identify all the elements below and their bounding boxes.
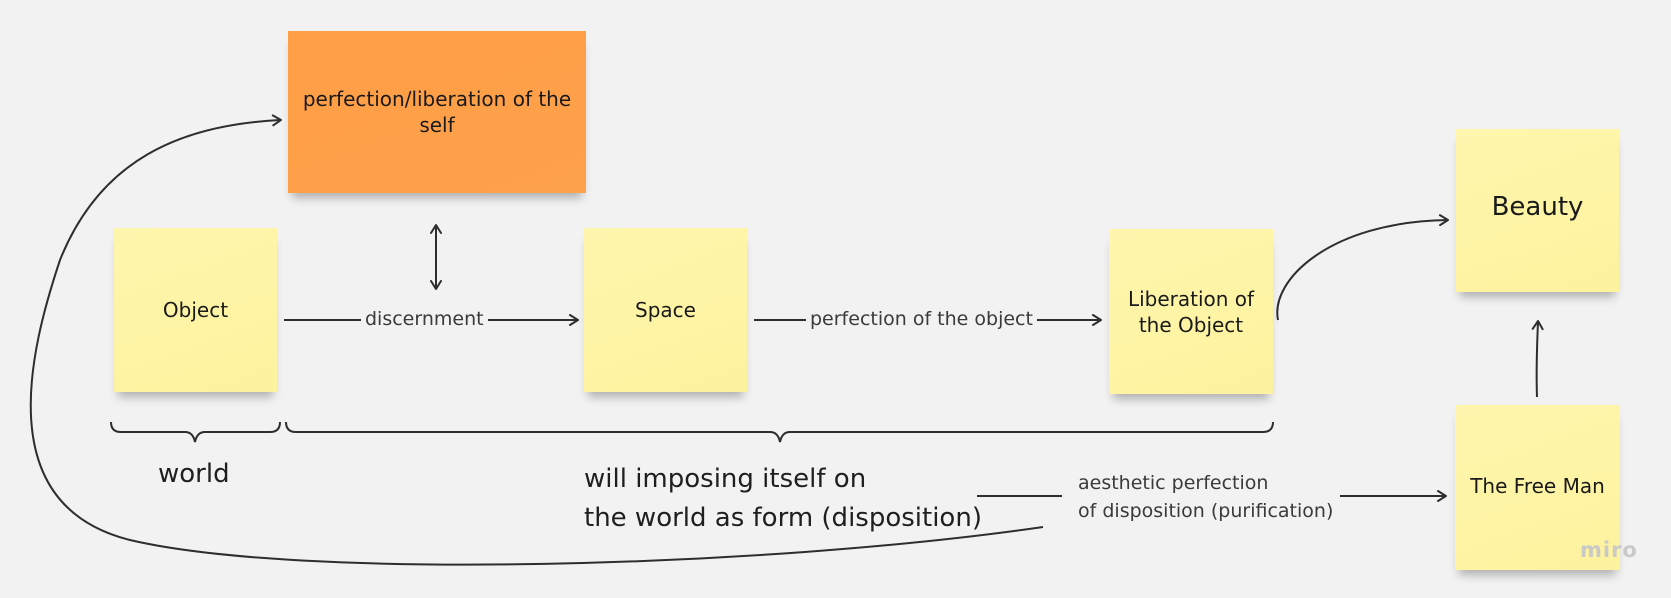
brace-world [110, 421, 281, 443]
note-space[interactable]: Space [584, 228, 747, 392]
brace-will [285, 421, 1274, 443]
edge-label-perfection-of-object: perfection of the object [806, 308, 1037, 330]
note-text: Space [635, 298, 696, 322]
label-line: of disposition (purification) [1078, 499, 1334, 522]
edge-label-aesthetic-perfection: aesthetic perfection of disposition (pur… [1078, 470, 1333, 525]
note-the-free-man[interactable]: The Free Man [1455, 405, 1620, 570]
edge-liberation-to-beauty [1276, 214, 1449, 321]
note-text: perfection/liberation of the self [302, 87, 572, 137]
note-text: Beauty [1491, 192, 1584, 222]
miro-watermark: miro [1580, 538, 1638, 562]
edge-label-discernment: discernment [361, 308, 488, 330]
edge-freeman-to-beauty [1531, 320, 1544, 398]
label-line: the world as form (disposition) [584, 503, 982, 533]
note-text: Liberation of the Object [1127, 286, 1255, 337]
label-line: aesthetic perfection [1078, 472, 1269, 494]
note-text: The Free Man [1470, 474, 1605, 498]
note-text: Object [162, 298, 229, 322]
brace-label-world: world [158, 459, 230, 489]
note-beauty[interactable]: Beauty [1456, 129, 1619, 292]
label-line: will imposing itself on [584, 464, 867, 494]
edge-loop-to-self [29, 114, 1044, 566]
note-perfection-liberation-self[interactable]: perfection/liberation of the self [288, 31, 586, 193]
brace-label-will-imposing: will imposing itself on the world as for… [584, 460, 982, 538]
note-liberation-of-object[interactable]: Liberation of the Object [1109, 229, 1273, 394]
note-object[interactable]: Object [114, 228, 277, 392]
